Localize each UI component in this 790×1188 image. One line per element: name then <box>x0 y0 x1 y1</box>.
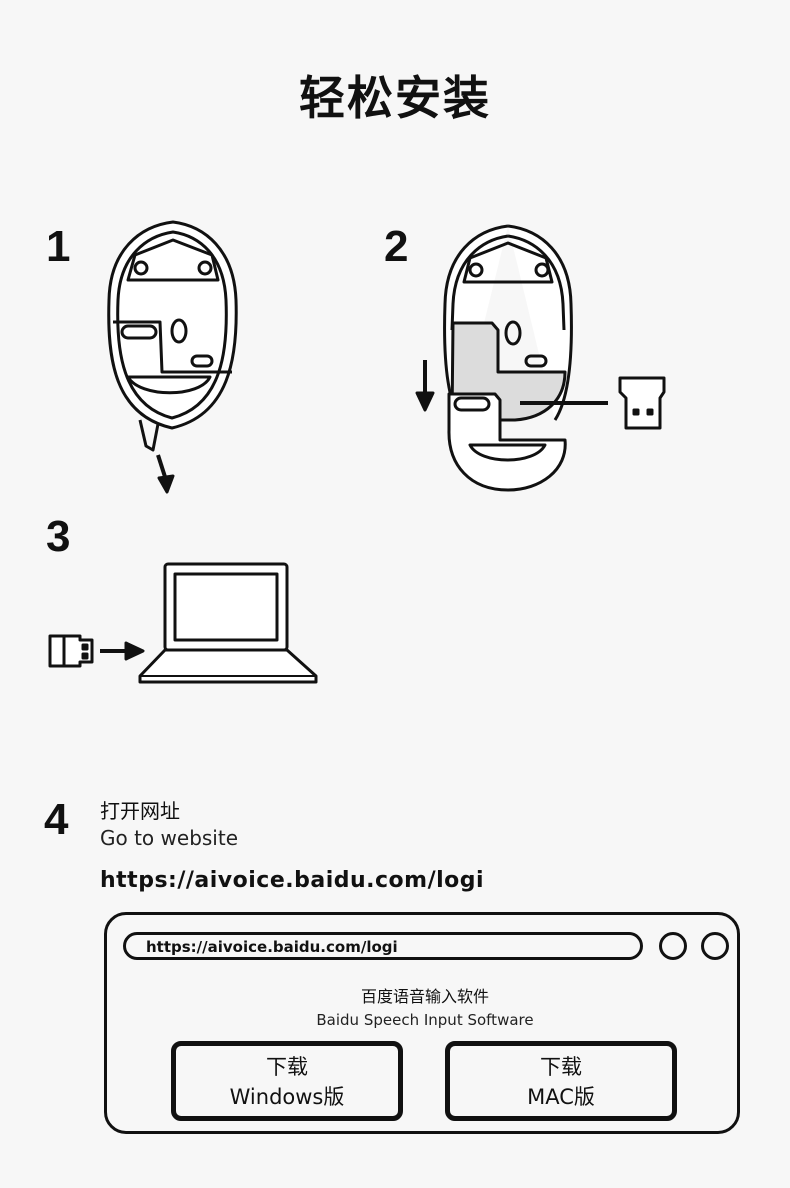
mouse-bottom-illustration-1 <box>107 220 238 452</box>
step-number-3: 3 <box>46 512 71 561</box>
step-number-4: 4 <box>44 795 69 844</box>
window-circle-icon <box>659 932 687 960</box>
download-windows-label-1: 下载 <box>266 1055 308 1079</box>
download-mac-button[interactable]: 下载 MAC版 <box>445 1041 677 1121</box>
window-circle-icon <box>701 932 729 960</box>
browser-window-illustration: https://aivoice.baidu.com/logi 百度语音输入软件 … <box>104 912 740 1134</box>
step4-instruction-en: Go to website <box>100 826 239 850</box>
mouse-bottom-illustration-2 <box>443 224 608 492</box>
step4-instruction-cn: 打开网址 <box>100 799 180 823</box>
download-windows-button[interactable]: 下载 Windows版 <box>171 1041 403 1121</box>
step-number-1: 1 <box>46 222 71 271</box>
page-title: 轻松安装 <box>299 71 491 125</box>
installation-illustrations <box>48 220 666 684</box>
download-mac-label-2: MAC版 <box>527 1085 595 1109</box>
software-name-cn: 百度语音输入软件 <box>360 987 489 1006</box>
usb-receiver-icon <box>618 376 666 430</box>
download-windows-label-2: Windows版 <box>229 1085 345 1109</box>
laptop-illustration <box>138 562 318 684</box>
website-url[interactable]: https://aivoice.baidu.com/logi <box>100 868 485 893</box>
arrow-down-icon <box>415 360 435 412</box>
software-name-en: Baidu Speech Input Software <box>316 1011 534 1029</box>
download-mac-label-1: 下载 <box>540 1055 582 1079</box>
address-bar[interactable]: https://aivoice.baidu.com/logi <box>123 932 643 960</box>
usb-receiver-icon <box>48 634 94 668</box>
step-number-2: 2 <box>384 222 409 271</box>
arrow-right-icon <box>100 641 145 661</box>
